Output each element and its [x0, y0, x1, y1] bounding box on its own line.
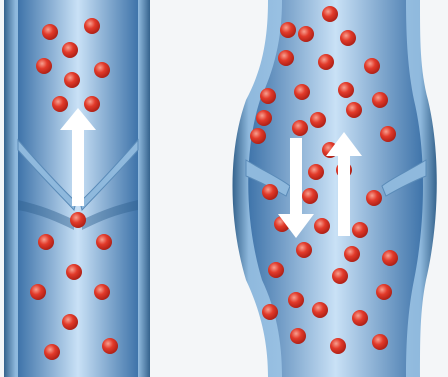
blood-cell: [84, 96, 100, 112]
blood-cell: [62, 314, 78, 330]
blood-cell: [64, 72, 80, 88]
varicose-vein: [233, 0, 437, 377]
blood-cell: [62, 42, 78, 58]
healthy-vein: [4, 0, 150, 377]
blood-cell: [298, 26, 314, 42]
blood-cell: [36, 58, 52, 74]
blood-cell: [312, 302, 328, 318]
blood-cell: [292, 120, 308, 136]
blood-cell: [314, 218, 330, 234]
blood-cell: [94, 284, 110, 300]
blood-cell: [352, 222, 368, 238]
blood-cell: [66, 264, 82, 280]
blood-cell: [346, 102, 362, 118]
blood-cell: [364, 58, 380, 74]
blood-cell: [382, 250, 398, 266]
blood-cell: [372, 92, 388, 108]
blood-cell: [344, 246, 360, 262]
blood-cell: [94, 62, 110, 78]
blood-cell: [318, 54, 334, 70]
blood-cell: [338, 82, 354, 98]
blood-cell: [268, 262, 284, 278]
blood-cell: [38, 234, 54, 250]
blood-cell: [280, 22, 296, 38]
blood-cell: [332, 268, 348, 284]
blood-cell: [340, 30, 356, 46]
blood-cell: [366, 190, 382, 206]
blood-cell: [376, 284, 392, 300]
blood-cell: [352, 310, 368, 326]
blood-cell: [372, 334, 388, 350]
blood-cell: [262, 304, 278, 320]
blood-cell: [42, 24, 58, 40]
blood-cell: [294, 84, 310, 100]
blood-cell: [84, 18, 100, 34]
blood-cell: [250, 128, 266, 144]
blood-cell: [278, 50, 294, 66]
blood-cell: [30, 284, 46, 300]
blood-cell: [308, 164, 324, 180]
blood-cell: [296, 242, 312, 258]
blood-cell: [256, 110, 272, 126]
blood-cell: [262, 184, 278, 200]
blood-cell: [322, 6, 338, 22]
blood-cell: [380, 126, 396, 142]
blood-cell: [302, 188, 318, 204]
blood-cell: [288, 292, 304, 308]
blood-cell: [102, 338, 118, 354]
blood-cell: [310, 112, 326, 128]
blood-cell: [290, 328, 306, 344]
blood-cell: [52, 96, 68, 112]
blood-cell: [260, 88, 276, 104]
blood-cell: [44, 344, 60, 360]
blood-cell: [96, 234, 112, 250]
blood-cell: [330, 338, 346, 354]
blood-cell: [70, 212, 86, 228]
